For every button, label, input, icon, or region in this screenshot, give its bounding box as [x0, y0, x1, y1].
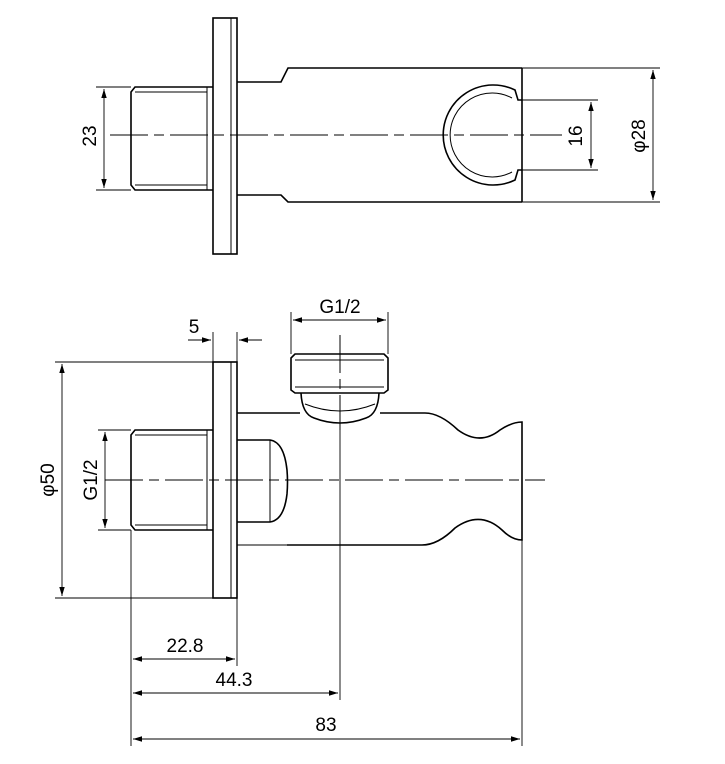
dim-flange-diameter: φ50 — [38, 361, 213, 599]
dim-flange-thickness: 5 — [188, 317, 262, 362]
top-flange-plate — [212, 17, 238, 255]
front-holder-body-top — [237, 412, 523, 480]
dim-flange-to-thread: 22.8 — [133, 636, 235, 662]
dim-top-diameter: φ28 — [522, 67, 660, 203]
dim-top-height-label: 23 — [80, 125, 101, 146]
dim-thread-to-outlet-label: 44.3 — [216, 670, 253, 691]
dim-top-slot: 16 — [522, 99, 598, 171]
dim-outlet-thread-label: G1/2 — [319, 297, 360, 318]
top-thread-nipple — [130, 86, 213, 191]
dim-flange-to-thread-label: 22.8 — [167, 636, 204, 657]
dim-flange-thickness-label: 5 — [189, 317, 200, 338]
top-view: 23 16 φ28 — [80, 17, 660, 255]
dim-flange-diameter-label: φ50 — [38, 463, 59, 496]
dim-overall-length: 83 — [133, 715, 520, 742]
dim-overall-length-label: 83 — [315, 715, 336, 736]
dim-inlet-thread: G1/2 — [81, 429, 131, 531]
dim-top-diameter-label: φ28 — [629, 119, 650, 152]
dim-outlet-thread: G1/2 — [290, 297, 389, 354]
top-holder-body — [237, 67, 522, 203]
front-holder-body-bottom — [287, 480, 523, 546]
dim-top-height: 23 — [80, 86, 131, 191]
front-outlet-thread — [290, 353, 389, 394]
front-view: 5 G1/2 φ50 G1/2 22. — [38, 297, 545, 746]
dim-thread-to-outlet: 44.3 — [133, 670, 338, 696]
front-cap — [237, 439, 289, 523]
dim-top-slot-label: 16 — [566, 125, 587, 146]
dim-inlet-thread-label: G1/2 — [81, 459, 102, 500]
